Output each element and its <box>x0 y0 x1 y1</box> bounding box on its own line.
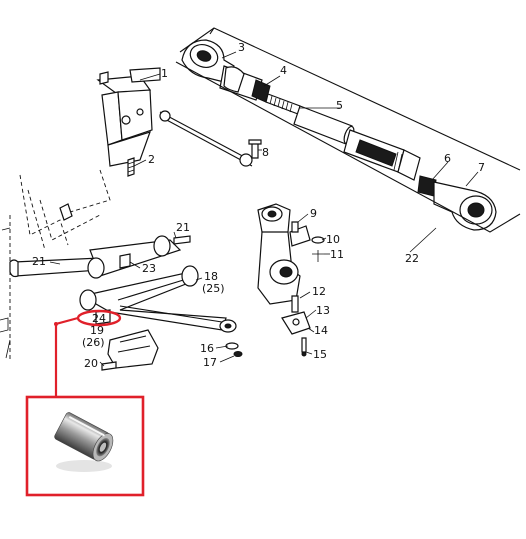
callout-18-alt: (25) <box>202 282 225 295</box>
callout-10: 10 <box>326 233 340 246</box>
callout-12: 12 <box>312 285 326 298</box>
callout-22: 22 <box>405 252 419 265</box>
callout-6: 6 <box>444 152 451 165</box>
callout-16: 16 <box>200 342 214 355</box>
callout-24: 24 <box>92 312 106 325</box>
callout-3: 3 <box>238 41 245 54</box>
callout-5: 5 <box>336 99 343 112</box>
callout-21-left: 21 <box>32 255 46 268</box>
callout-19: 19 <box>90 324 104 337</box>
highlight-annotation <box>25 309 145 497</box>
a-arm <box>9 235 243 371</box>
left-frame-fragment <box>0 215 11 360</box>
callout-2: 2 <box>148 153 155 166</box>
callout-20: 20 <box>84 357 98 370</box>
highlight-connector <box>54 316 79 396</box>
bushing-body <box>54 412 114 462</box>
callout-21-right: 21 <box>176 221 190 234</box>
callout-7: 7 <box>478 161 485 174</box>
callout-9: 9 <box>310 207 317 220</box>
callout-18: 18 <box>204 270 218 283</box>
callout-15: 15 <box>313 348 327 361</box>
leader-lines <box>49 51 479 367</box>
callout-8: 8 <box>262 146 269 159</box>
callout-14: 14 <box>314 324 328 337</box>
callout-labels: 1 2 3 4 5 6 7 8 9 10 11 12 13 14 15 16 1… <box>32 41 485 370</box>
shock-absorber <box>175 27 521 233</box>
tie-rod-link <box>159 110 262 167</box>
callout-4: 4 <box>280 64 287 77</box>
chassis-bracket <box>19 67 161 251</box>
steering-knuckle <box>257 203 325 357</box>
callout-17: 17 <box>203 356 217 369</box>
callout-11: 11 <box>330 248 344 261</box>
callout-19-alt: (26) <box>82 336 105 349</box>
connector-dot <box>54 322 58 326</box>
callout-1: 1 <box>161 67 168 80</box>
bushing-shadow <box>56 460 112 472</box>
bushing-photo <box>54 412 114 472</box>
inset-frame <box>25 395 145 497</box>
callout-23: 23 <box>142 262 156 275</box>
callout-13: 13 <box>316 304 330 317</box>
